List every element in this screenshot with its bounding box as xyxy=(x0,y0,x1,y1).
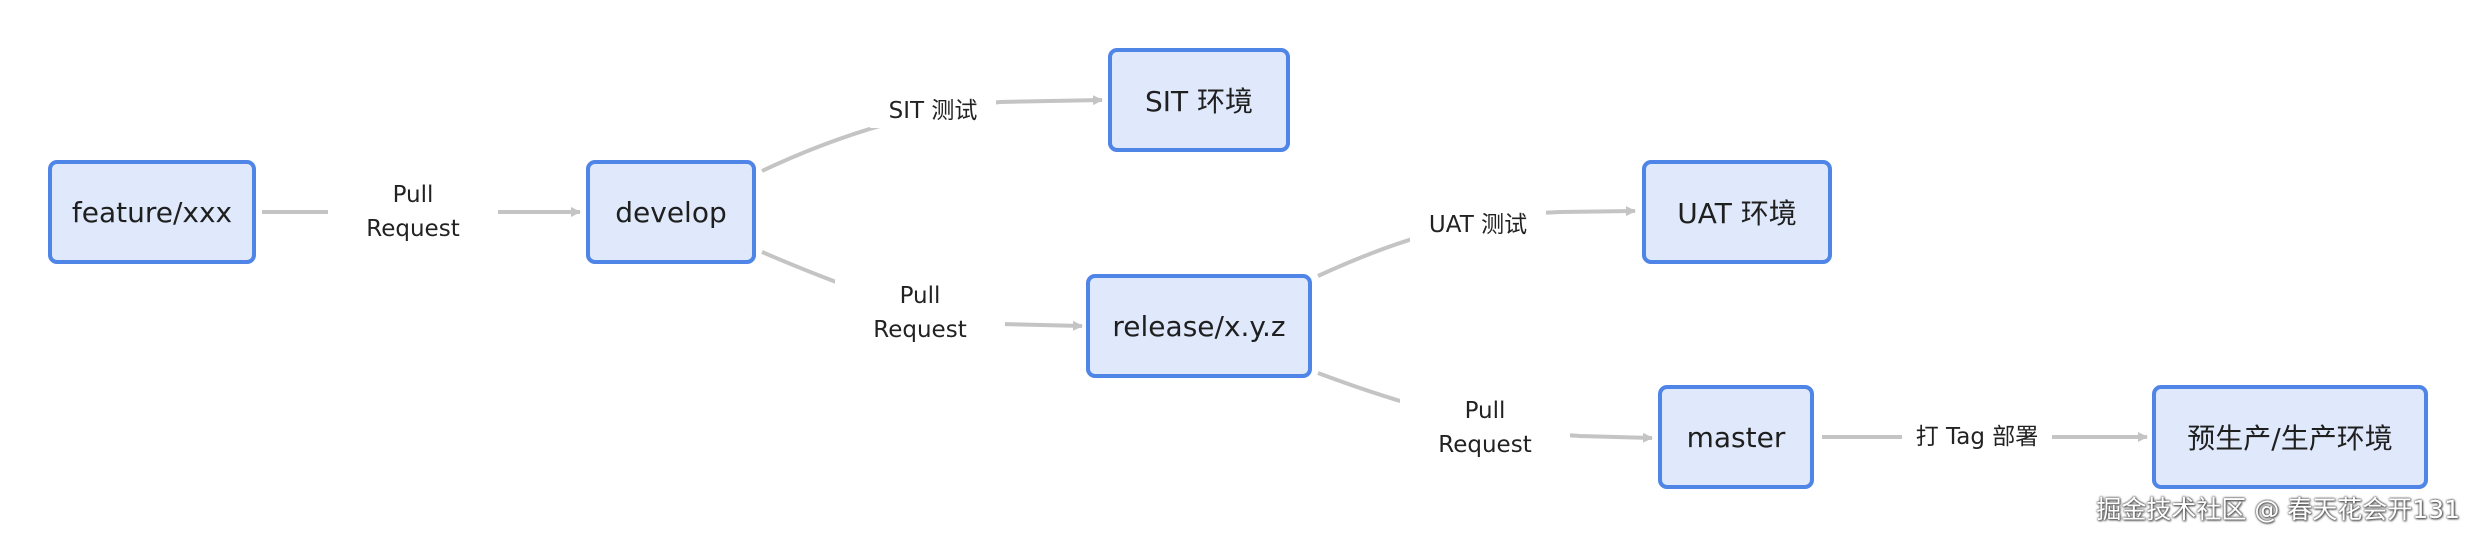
node-master: master xyxy=(1658,385,1814,489)
node-sit-environment: SIT 环境 xyxy=(1108,48,1290,152)
edge-label-release-uat: UAT 测试 xyxy=(1410,208,1546,242)
edge-label-develop-sit: SIT 测试 xyxy=(870,94,996,128)
edge-label-line: Request xyxy=(873,317,967,343)
watermark: 掘金技术社区 @ 春天花会开131 xyxy=(2096,495,2460,524)
node-uat-environment: UAT 环境 xyxy=(1642,160,1832,264)
node-release: release/x.y.z xyxy=(1086,274,1312,378)
edge-label-line: Pull xyxy=(392,182,434,208)
node-feature: feature/xxx xyxy=(48,160,256,264)
edge-label-master-prod: 打 Tag 部署 xyxy=(1902,420,2052,454)
edge-label-line: Request xyxy=(1438,432,1532,458)
edge-label-line: SIT 测试 xyxy=(888,98,978,124)
edge-label-release-master: Pull Request xyxy=(1400,394,1570,462)
edge-label-line: Pull xyxy=(1464,398,1506,424)
edge-label-line: 打 Tag 部署 xyxy=(1915,424,2039,450)
node-develop: develop xyxy=(586,160,756,264)
node-prod-environment: 预生产/生产环境 xyxy=(2152,385,2428,489)
edge-label-develop-release: Pull Request xyxy=(835,279,1005,347)
edge-label-line: Request xyxy=(366,216,460,242)
edge-label-line: UAT 测试 xyxy=(1428,212,1528,238)
edge-label-feature-develop: Pull Request xyxy=(328,178,498,246)
edge-label-line: Pull xyxy=(899,283,941,309)
